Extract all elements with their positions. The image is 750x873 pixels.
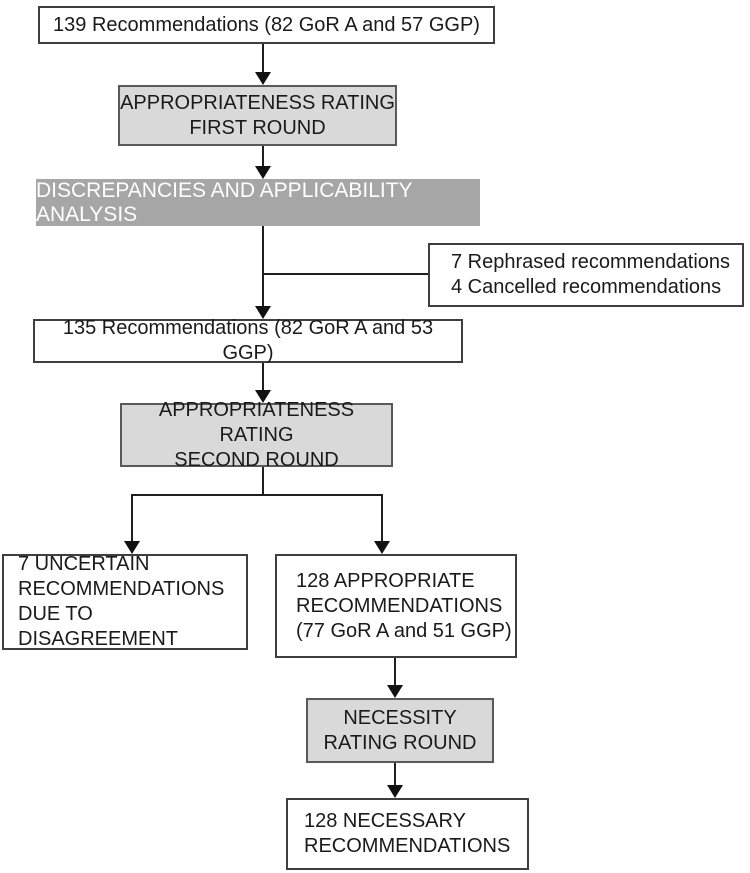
node-appropriateness-first-round: APPROPRIATENESS RATING FIRST ROUND <box>118 85 397 146</box>
node-recommendations-initial-label: 139 Recommendations (82 GoR A and 57 GGP… <box>53 13 480 36</box>
arrow-necessity-to-necessary <box>387 763 403 798</box>
node-uncertain-recommendations-line1: 7 UNCERTAIN <box>18 553 150 575</box>
node-appropriateness-second-round: APPROPRIATENESS RATING SECOND ROUND <box>120 399 393 471</box>
node-necessary-recommendations: 128 NECESSARY RECOMMENDATIONS <box>286 798 529 870</box>
node-uncertain-recommendations-line2: RECOMMENDATIONS <box>18 578 225 600</box>
node-necessity-rating-round: NECESSITY RATING ROUND <box>306 698 494 763</box>
node-appropriate-recommendations: 128 APPROPRIATE RECOMMENDATIONS (77 GoR … <box>275 554 517 658</box>
arrow-analysis-to-revised <box>255 226 271 319</box>
arrow-first-round-to-analysis <box>255 146 271 179</box>
node-discrepancies-analysis-label: DISCREPANCIES AND APPLICABILITY ANALYSIS <box>36 178 413 226</box>
node-uncertain-recommendations-line3: DUE TO DISAGREEMENT <box>18 603 179 650</box>
node-uncertain-recommendations: 7 UNCERTAIN RECOMMENDATIONS DUE TO DISAG… <box>2 553 248 650</box>
node-recommendations-revised: 135 Recommendations (82 GoR A and 53 GGP… <box>33 317 463 364</box>
node-necessity-rating-round-line1: NECESSITY <box>343 706 457 729</box>
node-necessary-recommendations-line2: RECOMMENDATIONS <box>304 835 511 857</box>
node-discrepancies-analysis: DISCREPANCIES AND APPLICABILITY ANALYSIS <box>36 179 480 226</box>
arrow-appropriate-to-necessity <box>387 658 403 698</box>
node-appropriateness-second-round-line1: APPROPRIATENESS RATING <box>158 398 355 446</box>
node-appropriateness-second-round-line2: SECOND ROUND <box>174 448 339 471</box>
node-appropriate-recommendations-line2: RECOMMENDATIONS <box>296 594 503 617</box>
node-appropriate-recommendations-line1: 128 APPROPRIATE <box>296 569 475 592</box>
node-revision-note-line2: 4 Cancelled recommendations <box>451 276 722 298</box>
split-connector <box>124 467 390 554</box>
node-appropriate-recommendations-line3: (77 GoR A and 51 GGP) <box>296 619 512 642</box>
node-appropriateness-first-round-line2: FIRST ROUND <box>189 116 326 139</box>
arrow-initial-to-first-round <box>255 44 271 85</box>
arrow-revised-to-second-round <box>255 363 271 403</box>
node-necessity-rating-round-line2: RATING ROUND <box>323 731 477 754</box>
node-revision-note-line1: 7 Rephrased recommendations <box>451 251 731 273</box>
node-recommendations-revised-label: 135 Recommendations (82 GoR A and 53 GGP… <box>62 317 434 364</box>
node-necessary-recommendations-line1: 128 NECESSARY <box>304 810 466 832</box>
node-recommendations-initial: 139 Recommendations (82 GoR A and 57 GGP… <box>38 6 495 44</box>
node-appropriateness-first-round-line1: APPROPRIATENESS RATING <box>120 91 395 114</box>
node-revision-note: 7 Rephrased recommendations 4 Cancelled … <box>428 243 744 307</box>
